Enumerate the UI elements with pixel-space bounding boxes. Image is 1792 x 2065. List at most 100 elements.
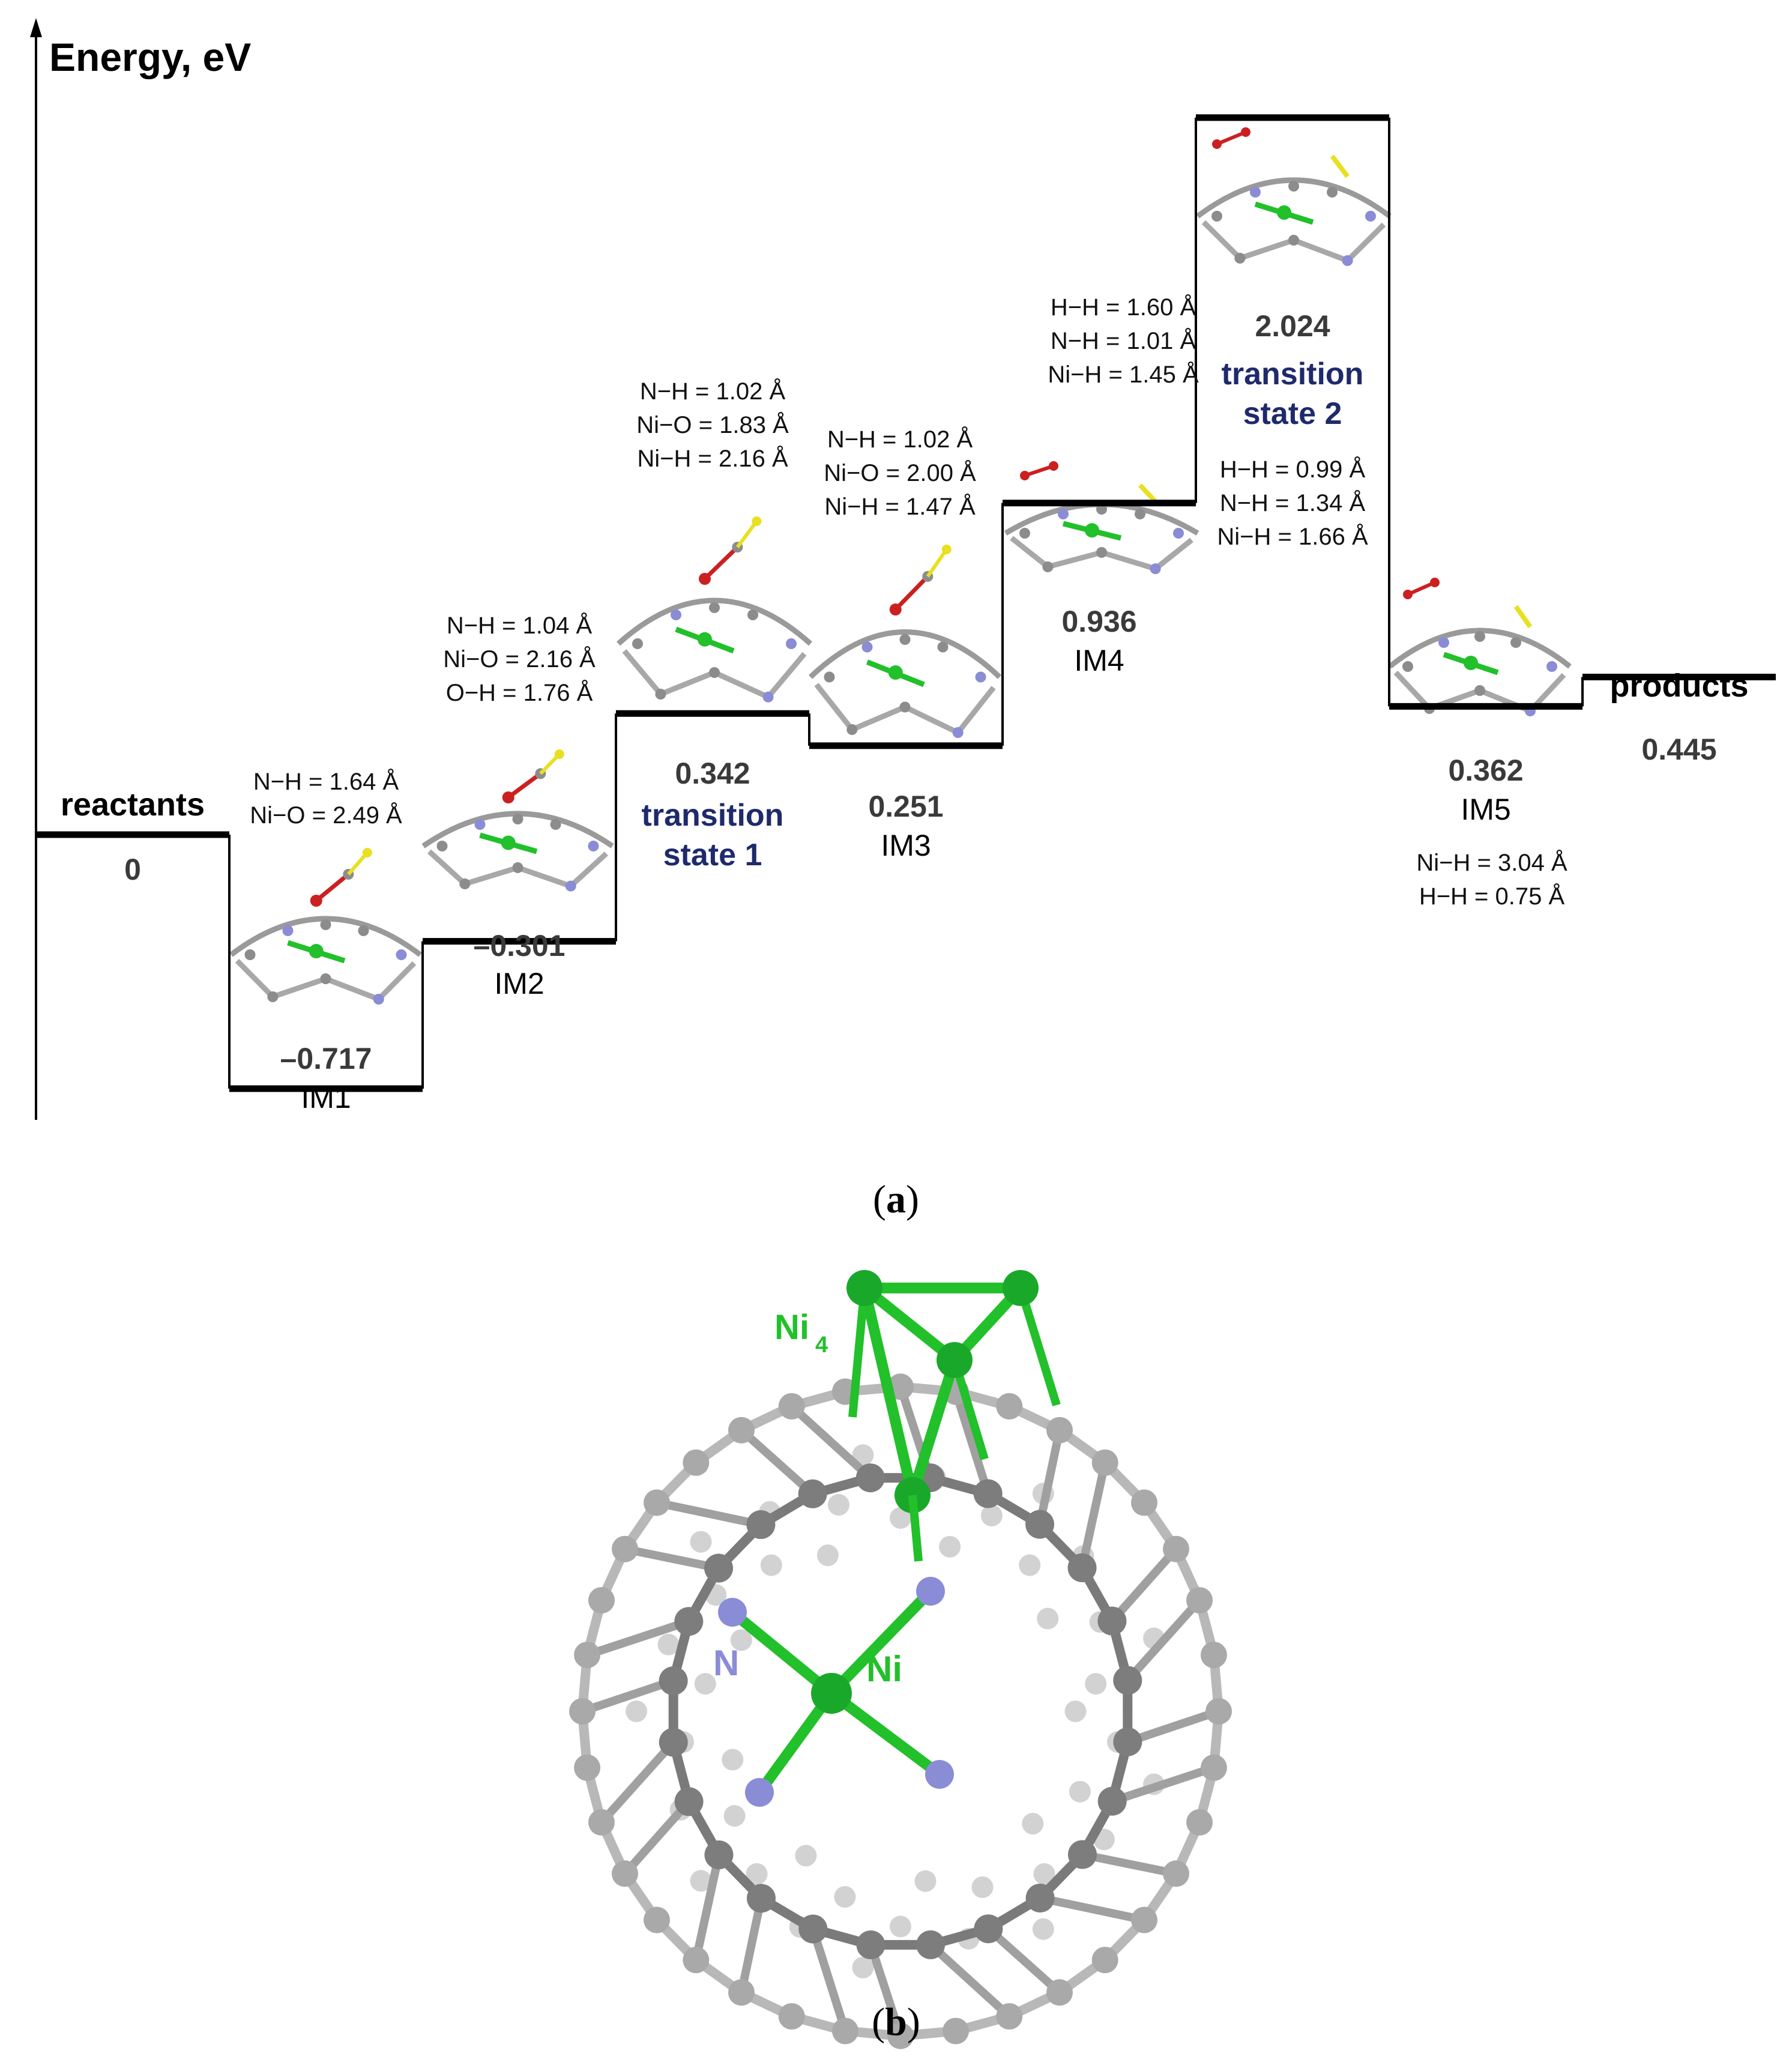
ts2-structure-atom-4 [1365, 211, 1376, 222]
im4-structure-atom-0 [1019, 528, 1030, 539]
state-label-3-line1: transition [642, 798, 784, 833]
im2-structure-atom-6 [512, 862, 523, 873]
distance-label-1-2: O−H = 1.76 Å [446, 679, 593, 706]
back-carbon-atom [1069, 1780, 1091, 1803]
im5-structure-ni-atom [1464, 656, 1478, 670]
im3-structure-atom-6 [899, 701, 911, 713]
im4-structure-atom-5 [1042, 561, 1054, 572]
ts1-structure-co2-bond [703, 545, 739, 581]
back-carbon-atom [690, 1870, 712, 1892]
front-carbon-atom [974, 1914, 1003, 1944]
im5-structure-atom-1 [1438, 637, 1449, 648]
im3-structure-atom-3 [937, 641, 949, 653]
ni-n-bond-3 [828, 1689, 943, 1779]
im4-structure [1004, 461, 1199, 575]
value-label-5: 0.936 [1061, 605, 1136, 638]
ts2-structure-atom-6 [1288, 235, 1299, 246]
ts2-structure-ring-top [1196, 177, 1392, 219]
spoke-cage-bond [738, 1427, 816, 1498]
ts1-structure-oxygen-atom [699, 573, 711, 585]
spoke-cage-bond [928, 1941, 1012, 2020]
distance-label-7-0: Ni−H = 3.04 Å [1416, 849, 1567, 876]
distance-label-6-2: Ni−H = 1.66 Å [1217, 523, 1368, 550]
im3-structure-ni-atom [888, 665, 903, 680]
spoke-cage-bond [985, 1925, 1063, 1996]
ni4-cluster-label: Ni [774, 1308, 809, 1347]
im1-structure-atom-2 [320, 919, 331, 930]
front-carbon-atom [1067, 1840, 1097, 1869]
nickel-label: Ni [866, 1649, 902, 1689]
front-carbon-atom [856, 1930, 885, 1959]
value-label-7: 0.362 [1448, 754, 1523, 787]
outer-carbon-atom [1162, 1535, 1189, 1562]
im4-structure-h2-bond [1138, 483, 1157, 503]
im3-structure [808, 545, 1002, 738]
state-label-6-line1: transition [1222, 357, 1364, 392]
im5-structure-o2-atom [1430, 578, 1440, 587]
ni4-bond-3 [907, 1358, 960, 1497]
front-carbon-atom [855, 1463, 885, 1493]
front-carbon-atom [1097, 1786, 1127, 1816]
spoke-cage-bond [866, 1943, 905, 2037]
value-label-2: –0.301 [474, 929, 566, 963]
distance-label-0-1: Ni−O = 2.49 Å [250, 802, 402, 829]
ts1-structure [616, 516, 813, 703]
spoke-cage-bond [1036, 1429, 1064, 1526]
im1-structure-atom-1 [282, 925, 294, 936]
distance-label-5-1: N−H = 1.01 Å [1051, 327, 1196, 354]
state-label-4: IM3 [881, 829, 931, 862]
outer-carbon-atom [1186, 1809, 1213, 1836]
spoke-cage-bond [624, 1544, 720, 1573]
central-nickel-atom [811, 1673, 852, 1714]
outer-carbon-atom [1200, 1642, 1227, 1669]
im2-structure-ni-atom [501, 835, 516, 850]
state-label-1: IM1 [301, 1081, 351, 1114]
im3-structure-ring-top [808, 629, 1002, 679]
ni4-atom-1 [1003, 1270, 1039, 1306]
back-carbon-atom [730, 1629, 752, 1651]
nitrogen-atom-2 [745, 1778, 774, 1807]
im3-structure-h-bond [926, 548, 949, 578]
back-carbon-atom [890, 1507, 911, 1529]
ts2-structure-atom-0 [1211, 211, 1222, 222]
im1-structure-atom-0 [244, 949, 256, 960]
front-carbon-atom [704, 1553, 734, 1583]
im1-structure-atom-5 [267, 991, 279, 1002]
ts1-structure-atom-7 [762, 691, 774, 703]
back-carbon-atom [1064, 1701, 1087, 1722]
im5-structure [1388, 578, 1572, 716]
front-carbon-atom [704, 1840, 734, 1870]
im3-structure-atom-2 [899, 634, 911, 645]
value-label-6: 2.024 [1255, 309, 1330, 343]
ts2-structure-o-atom [1212, 139, 1222, 149]
distance-label-3-0: N−H = 1.02 Å [640, 378, 786, 405]
energy-axis-label: Energy, eV [49, 35, 251, 79]
ts2-structure-h2-bond [1330, 154, 1350, 178]
im4-structure-atom-1 [1058, 509, 1069, 519]
front-carbon-atom [1113, 1727, 1142, 1756]
distance-label-4-2: Ni−H = 1.47 Å [824, 493, 976, 520]
spoke-cage-bond [737, 1897, 765, 1994]
back-carbon-atom [723, 1805, 746, 1827]
ts1-structure-atom-5 [655, 689, 666, 700]
im2-structure-hydrogen-atom [554, 749, 564, 759]
spoke-cage-bond [581, 1676, 675, 1716]
ts2-structure-atom-3 [1327, 187, 1338, 198]
spoke-cage-bond [1109, 1546, 1180, 1624]
outer-carbon-atom [643, 1489, 670, 1516]
ts1-structure-ni-atom [698, 632, 712, 647]
back-carbon-atom [1085, 1673, 1107, 1695]
outer-carbon-atom [643, 1906, 670, 1933]
value-label-3: 0.342 [675, 757, 750, 790]
back-carbon-atom [1033, 1863, 1055, 1885]
value-label-0: 0 [124, 853, 141, 886]
im4-structure-co-bond [1024, 464, 1054, 477]
back-carbon-atom [914, 1870, 937, 1892]
distance-label-1-0: N−H = 1.04 Å [447, 612, 593, 639]
im2-structure-oxygen-atom [502, 791, 514, 803]
im1-structure-ring-top [229, 916, 422, 957]
ts1-structure-atom-6 [709, 667, 720, 678]
im1-structure-oxygen-atom [310, 895, 322, 907]
outer-carbon-atom [1046, 1979, 1073, 2006]
